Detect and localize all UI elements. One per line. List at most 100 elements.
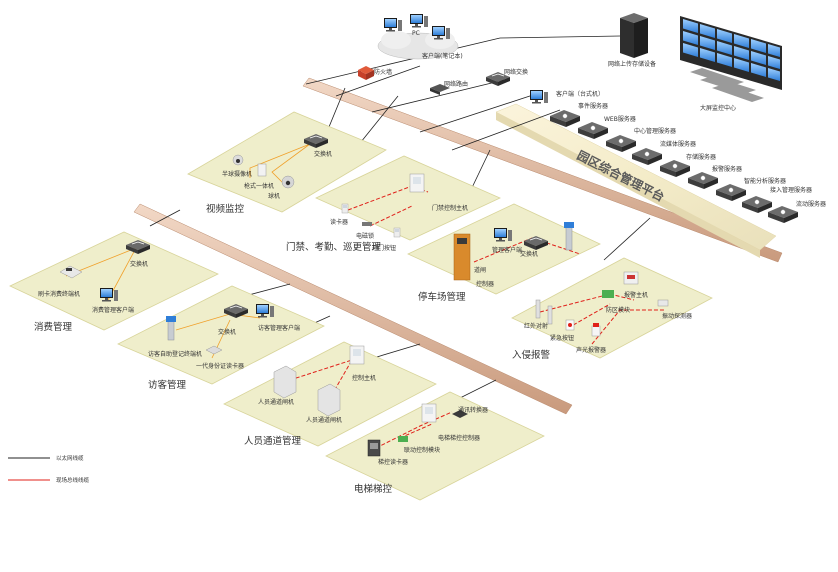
server-item: 智能分析服务器 (715, 177, 786, 202)
elevator-label: 联动控制模块 (404, 446, 440, 454)
consume-label: 交换机 (130, 260, 148, 268)
visitor-label: 访客管理客户端 (258, 324, 300, 332)
zone-module-icon (602, 290, 614, 298)
consume-label: 刷卡消费终端机 (38, 290, 80, 298)
pos-terminal-icon (59, 265, 83, 279)
turnstile-icon (273, 365, 297, 399)
cctv-label: 交换机 (314, 150, 332, 158)
legend-label: 以太网线缆 (56, 454, 84, 462)
server-label: 智能分析服务器 (744, 177, 786, 185)
server-label: 中心管理服务器 (634, 127, 676, 135)
server-icon (659, 159, 691, 178)
backbone-pipe-upper (302, 77, 783, 263)
server-item: 事件服务器 (549, 102, 608, 128)
platform-band: 园区综合管理平台 (495, 103, 777, 258)
kiosk-icon (564, 222, 574, 251)
zone-title: 人员通道管理 (244, 435, 302, 447)
switch-top-label: 网络交换 (504, 68, 528, 76)
converter-icon (452, 410, 468, 418)
server-icon (605, 134, 637, 153)
cloud-sub-label: 客户端(笔记本) (422, 52, 463, 60)
zone-access: 门禁控制主机 读卡器 电磁锁 开门按钮 门禁、考勤、巡更管理 (286, 155, 501, 253)
legend: 以太网线缆 现场总线线缆 (8, 454, 90, 484)
server-label: WEB服务器 (604, 115, 636, 123)
zone-visitor: 交换机 访客管理客户端 访客自助登记终端机 一代身份证读卡器 访客管理 (117, 285, 325, 391)
server-icon (741, 195, 773, 214)
passage-controller-icon (349, 345, 365, 365)
elevator-label: 通讯转换器 (458, 406, 488, 414)
emergency-button-icon (565, 319, 575, 331)
legend-item: 以太网线缆 (8, 454, 84, 462)
storage-label: 网络上传存储设备 (608, 60, 656, 68)
trunk-cables (149, 35, 651, 399)
vibration-detector-icon (657, 299, 669, 307)
monitor-center-label: 大屏监控中心 (700, 104, 736, 112)
access-label: 电磁锁 (356, 232, 374, 240)
intrusion-label: 振动探测器 (662, 312, 692, 320)
visitor-label: 交换机 (218, 328, 236, 336)
zone-title: 入侵报警 (512, 349, 551, 361)
passage-label: 控制主机 (352, 374, 376, 382)
passage-label: 人员通道闸机 (258, 398, 294, 406)
cctv-label: 枪式一体机 (244, 182, 274, 190)
server-item: 报警服务器 (687, 165, 742, 190)
zone-cctv: 交换机 半球摄像机 枪式一体机 球机 视频监控 (187, 111, 387, 215)
zone-title: 视频监控 (206, 203, 245, 215)
linkage-module-icon (398, 436, 408, 442)
cloud-label: PC (412, 30, 420, 37)
server-label: 报警服务器 (712, 165, 742, 173)
intrusion-label: 防区模块 (606, 306, 630, 314)
network-router: 网络路由 (430, 80, 468, 95)
server-item: 存储服务器 (659, 153, 716, 178)
self-service-kiosk-icon (166, 316, 176, 341)
backbone-pipe-lower (133, 203, 573, 415)
server-list: 事件服务器 WEB服务器 中心管理服务器 流媒体服务器 存储服务器 报警服务器 … (549, 102, 826, 224)
zone-consume: 交换机 刷卡消费终端机 消费管理客户端 消费管理 (9, 231, 219, 333)
server-icon (631, 147, 663, 166)
access-label: 门禁控制主机 (432, 204, 468, 212)
alarm-host-icon (623, 271, 639, 285)
server-icon (715, 183, 747, 202)
dome-camera-icon (232, 154, 244, 166)
intrusion-label: 紧急按钮 (550, 334, 574, 342)
client-desktop: 客户端（台式机） (530, 90, 604, 104)
server-item: 流动服务器 (767, 200, 826, 224)
legend-item: 现场总线线缆 (8, 476, 90, 484)
server-label: 事件服务器 (578, 102, 608, 110)
server-label: 流媒体服务器 (660, 140, 696, 148)
access-label: 开门按钮 (372, 244, 396, 252)
server-label: 接入管理服务器 (770, 186, 812, 194)
desktop-pc-icon (530, 90, 548, 104)
video-wall: 大屏监控中心 (680, 16, 782, 112)
pc-icon (410, 14, 428, 28)
firewall: 防火墙 (358, 66, 392, 80)
strobe-siren-icon (591, 323, 601, 337)
intrusion-label: 声光报警器 (576, 346, 606, 354)
exit-button-icon (393, 227, 401, 238)
zone-intrusion: 报警主机 防区模块 红外对射 紧急按钮 声光报警器 振动探测器 入侵报警 (511, 257, 713, 361)
server-item: WEB服务器 (577, 115, 636, 140)
cctv-label: 半球摄像机 (222, 170, 252, 178)
infrared-beam-icon (535, 299, 553, 325)
server-item: 流媒体服务器 (631, 140, 696, 166)
zone-title: 消费管理 (34, 321, 73, 333)
visitor-label: 访客自助登记终端机 (148, 350, 202, 358)
parking-label: 交换机 (520, 250, 538, 258)
id-reader-icon (205, 345, 223, 355)
elevator-label: 电梯梯控控制器 (438, 434, 480, 442)
zone-title: 电梯梯控 (354, 483, 393, 495)
cctv-label: 球机 (268, 192, 280, 200)
zone-title: 停车场管理 (418, 291, 466, 303)
zone-title: 访客管理 (148, 379, 187, 391)
elevator-label: 梯控读卡器 (378, 458, 408, 466)
intrusion-label: 红外对射 (524, 322, 548, 330)
legend-label: 现场总线线缆 (56, 476, 90, 484)
zone-parking: 管理客户端 交换机 道闸 控制器 停车场管理 (407, 203, 601, 303)
access-label: 读卡器 (330, 218, 348, 226)
server-item: 接入管理服务器 (741, 186, 812, 214)
parking-label: 管理客户端 (492, 246, 522, 254)
parking-label: 道闸 (474, 266, 486, 274)
server-item: 中心管理服务器 (605, 127, 676, 153)
magnetic-lock-icon (362, 222, 372, 226)
